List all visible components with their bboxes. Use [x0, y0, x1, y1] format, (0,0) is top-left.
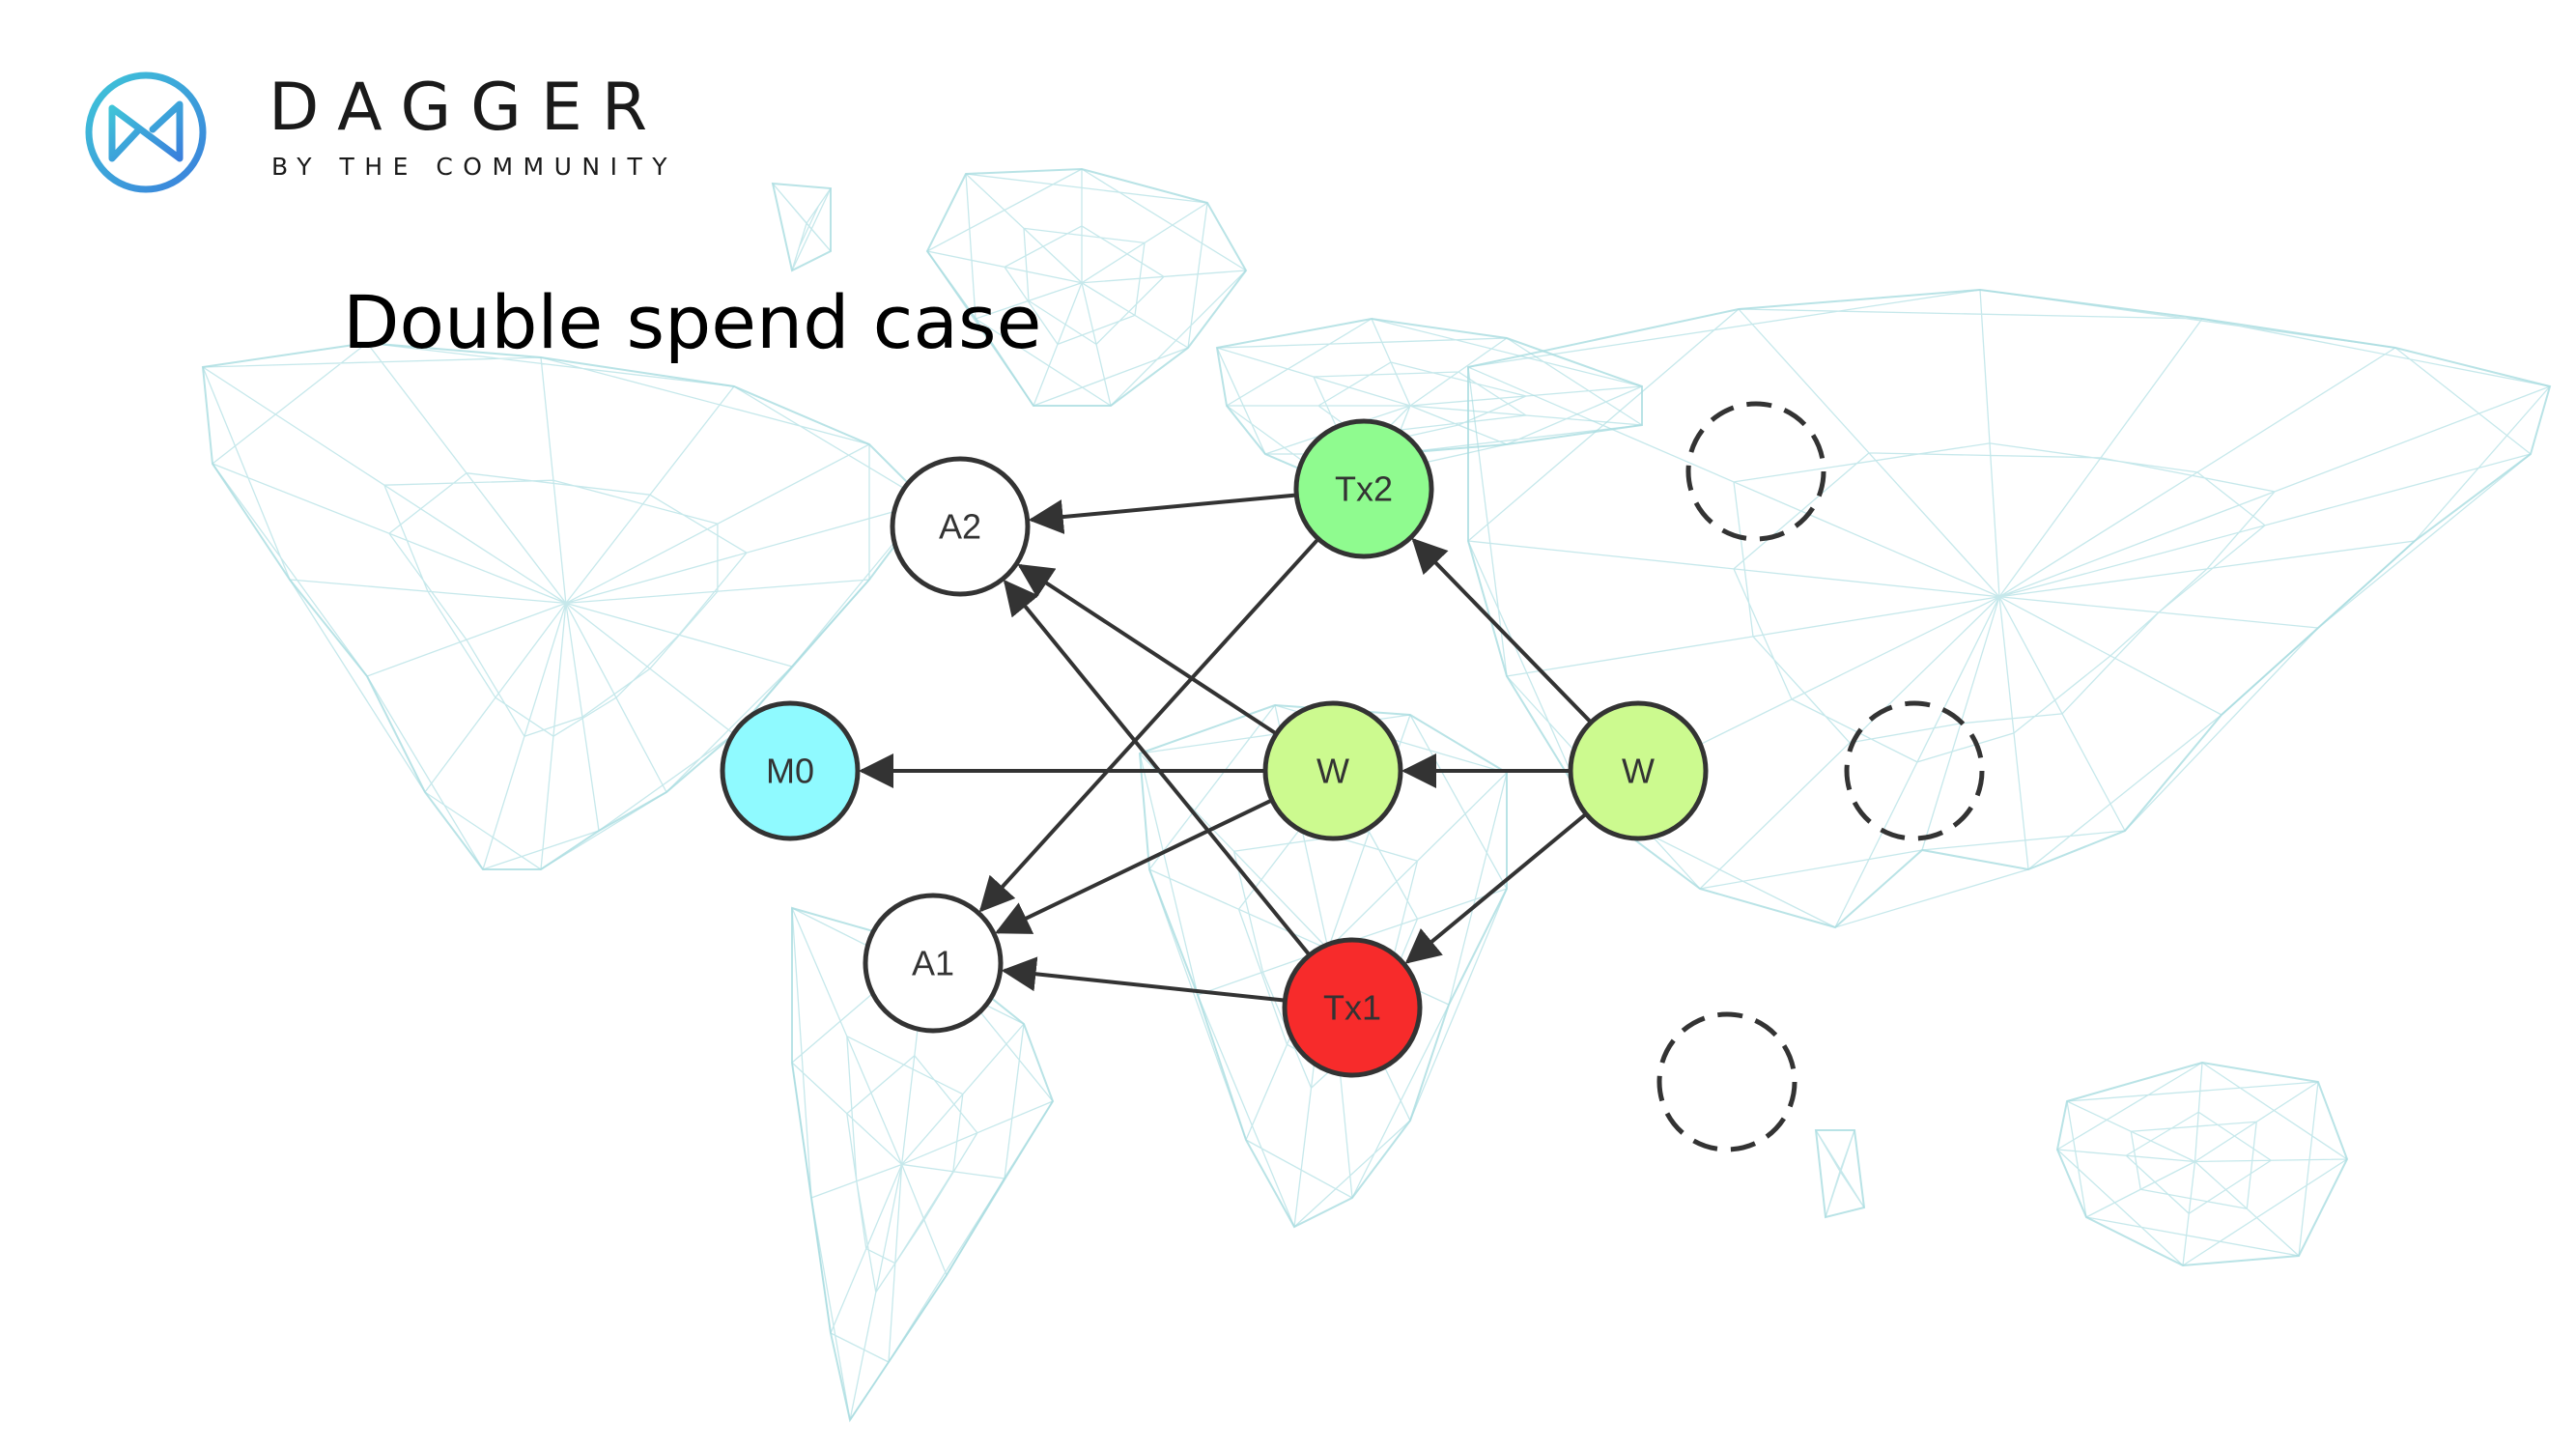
- node-circle: [1568, 700, 1709, 841]
- node-label: W: [1622, 752, 1655, 791]
- edge-tx1-to-a1: [1001, 956, 1286, 1003]
- node-w1: W: [1262, 700, 1403, 841]
- edge-tx2-to-a1: [978, 537, 1320, 913]
- node-circle: [1282, 937, 1423, 1078]
- node-tx2: Tx2: [1293, 418, 1434, 559]
- node-circle: [720, 700, 861, 841]
- node-m0: M0: [720, 700, 861, 841]
- node-label: Tx2: [1335, 469, 1393, 509]
- node-label: Tx1: [1323, 988, 1381, 1028]
- brand-tagline: BY THE COMMUNITY: [271, 153, 678, 181]
- node-circle: [890, 456, 1031, 597]
- node-circle: [1293, 418, 1434, 559]
- node-tx1: Tx1: [1282, 937, 1423, 1078]
- edge-w1-to-a2: [1017, 563, 1278, 736]
- node-p2: [1844, 700, 1985, 841]
- dagger-logo-icon: [85, 71, 207, 193]
- brand-name: DAGGER: [269, 70, 667, 146]
- node-circle: [1844, 700, 1985, 841]
- edge-w1-to-a1: [994, 798, 1273, 934]
- node-label: W: [1316, 752, 1349, 791]
- edge-w2-to-tx1: [1404, 812, 1588, 964]
- node-w2: W: [1568, 700, 1709, 841]
- node-circle: [1685, 401, 1826, 542]
- node-label: M0: [766, 752, 814, 791]
- slide-title: Double spend case: [343, 279, 1042, 365]
- node-p3: [1656, 1011, 1798, 1152]
- node-a2: A2: [890, 456, 1031, 597]
- edge-tx1-to-a2: [1003, 580, 1312, 957]
- node-a1: A1: [863, 893, 1004, 1034]
- node-label: A1: [912, 944, 954, 983]
- node-circle: [1656, 1011, 1798, 1152]
- node-label: A2: [939, 507, 981, 547]
- edge-w2-to-tx2: [1411, 537, 1593, 724]
- edge-tx2-to-a2: [1028, 493, 1297, 534]
- node-circle: [863, 893, 1004, 1034]
- node-p1: [1685, 401, 1826, 542]
- node-circle: [1262, 700, 1403, 841]
